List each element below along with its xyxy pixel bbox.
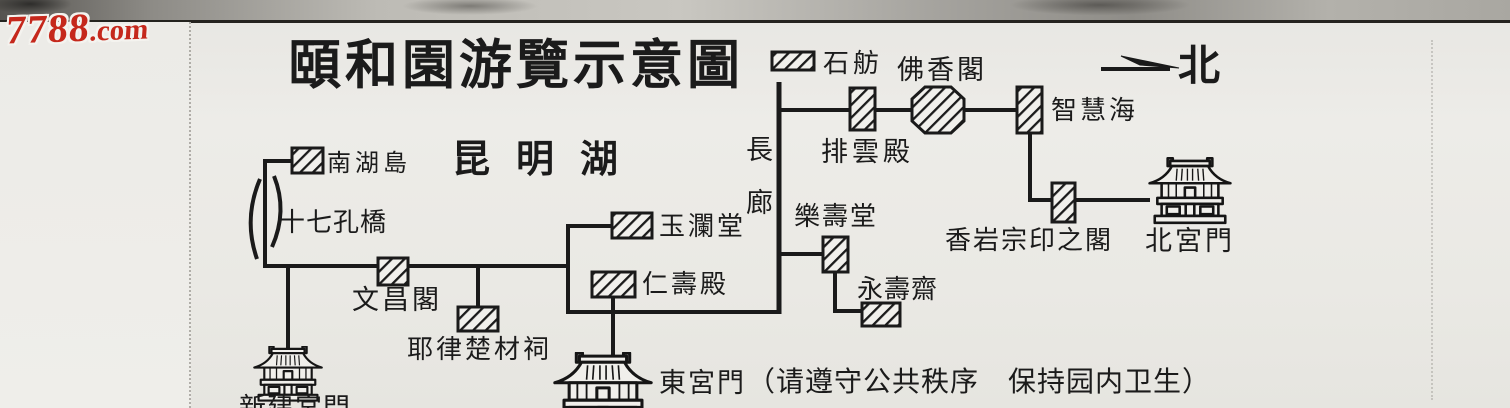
zhihui-sea-label: 智慧海 [1051, 96, 1139, 125]
yongshou-connector [833, 270, 863, 313]
north-palace-gate-icon [1148, 156, 1232, 225]
yongshou-studio-label: 永壽齋 [857, 275, 939, 304]
yongshou-studio-marker-icon [860, 301, 902, 328]
north-gate-route [1028, 131, 1150, 202]
page-title: 頤和園游覽示意圖 [288, 37, 744, 95]
right-fold-dotted-line [1431, 40, 1433, 400]
leshou-hall-marker-icon [821, 235, 850, 274]
renshou-hall-marker-icon [590, 270, 637, 299]
watermark-7788: 7788.com [4, 1, 150, 53]
zhihui-sea-marker-icon [1015, 85, 1044, 135]
scan-top-edge [0, 0, 1510, 23]
seventeen-arch-bridge-label: 十七孔橋 [279, 208, 388, 237]
stone-boat-label: 石舫 [823, 49, 884, 78]
east-palace-gate-icon [553, 352, 653, 408]
north-label: 北 [1178, 44, 1221, 90]
paiyun-hall-label: 排雲殿 [821, 137, 914, 167]
left-margin-fold [0, 22, 191, 408]
north-palace-gate-label: 北宮門 [1145, 226, 1235, 256]
xiangyan-pavilion-marker-icon [1050, 181, 1077, 224]
new-palace-gate-label: 新建宮門 [239, 393, 351, 408]
watermark-brand: 7788 [4, 4, 92, 53]
wenchang-tower-marker-icon [376, 256, 410, 287]
site-markers [290, 50, 1077, 333]
watermark-suffix: .com [88, 13, 150, 48]
stone-boat-marker-icon [770, 50, 816, 72]
xiangyan-zongyin-pavilion-label: 香岩宗印之閣 [945, 226, 1114, 255]
route-lines [263, 82, 1150, 356]
yulan-hall-label: 玉瀾堂 [659, 212, 747, 241]
foxiang-pavilion-octagon-icon [910, 85, 966, 135]
yulan-hall-marker-icon [610, 211, 654, 240]
yelu-shrine-marker-icon [456, 305, 500, 333]
park-notice-text: （请遵守公共秩序 保持园内卫生） [747, 367, 1212, 398]
paiyun-hall-marker-icon [848, 86, 877, 132]
nanhu-island-connector [263, 159, 292, 268]
kunming-lake-label: 昆明湖 [452, 139, 645, 181]
leshou-hall-label: 樂壽堂 [794, 202, 879, 231]
wenchang-tower-label: 文昌閣 [352, 285, 442, 315]
nanhu-island-marker-icon [290, 146, 325, 175]
foxiang-pavilion-label: 佛香閣 [897, 55, 987, 85]
nanhu-island-label: 南湖島 [327, 151, 411, 177]
north-arrow-icon [1101, 55, 1180, 71]
east-palace-gate-label: 東宮門 [659, 368, 746, 398]
long-corridor-label: 長廊 [746, 135, 773, 218]
yelu-chucai-shrine-label: 耶律楚材祠 [407, 335, 553, 364]
renshou-hall-label: 仁壽殿 [642, 270, 730, 299]
bridge-symbol-icon [248, 175, 283, 260]
